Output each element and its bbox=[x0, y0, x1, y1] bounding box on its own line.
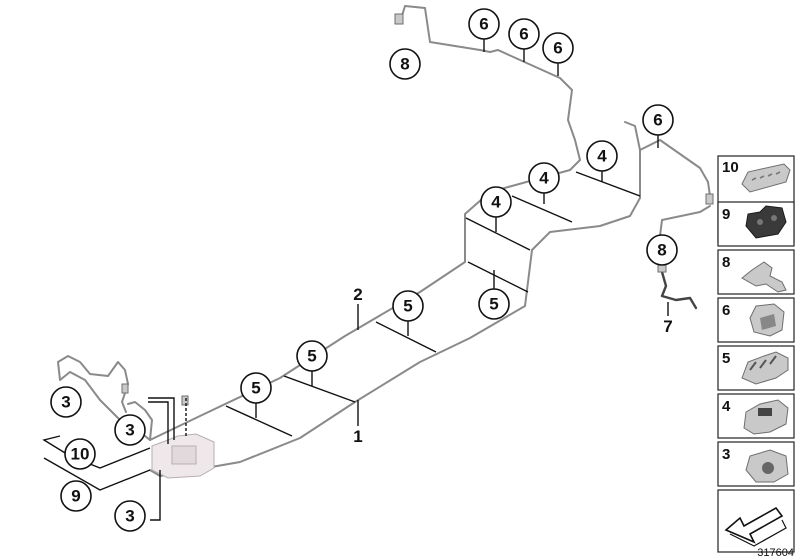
callout-8: 8 bbox=[646, 234, 678, 266]
reference-number: 317604 bbox=[757, 547, 794, 559]
svg-text:3: 3 bbox=[125, 507, 134, 526]
grommet-icon bbox=[745, 205, 787, 239]
label-1: 1 bbox=[353, 427, 362, 446]
legend-num-9: 9 bbox=[722, 206, 730, 223]
svg-text:8: 8 bbox=[657, 241, 666, 260]
upper-rail bbox=[149, 5, 581, 441]
clip-markers bbox=[225, 171, 641, 437]
callout-6: 6 bbox=[542, 32, 574, 64]
callout-3: 3 bbox=[50, 386, 82, 418]
svg-text:5: 5 bbox=[403, 297, 412, 316]
callout-8: 8 bbox=[389, 48, 421, 80]
parts-legend: 10 9 8 6 5 4 3 bbox=[717, 155, 795, 553]
svg-text:5: 5 bbox=[307, 347, 316, 366]
callout-9: 9 bbox=[60, 480, 92, 512]
svg-text:6: 6 bbox=[553, 39, 562, 58]
svg-text:3: 3 bbox=[125, 421, 134, 440]
legend-num-3: 3 bbox=[722, 446, 730, 463]
svg-text:6: 6 bbox=[653, 111, 662, 130]
callout-4: 4 bbox=[586, 140, 618, 172]
svg-text:5: 5 bbox=[489, 295, 498, 314]
left-branch-2 bbox=[127, 401, 153, 441]
direction-arrow-icon bbox=[724, 506, 787, 547]
callout-4: 4 bbox=[528, 162, 560, 194]
callout-3: 3 bbox=[114, 414, 146, 446]
svg-text:9: 9 bbox=[71, 487, 80, 506]
svg-text:6: 6 bbox=[479, 15, 488, 34]
label-2: 2 bbox=[353, 285, 362, 304]
svg-text:3: 3 bbox=[61, 393, 70, 412]
svg-text:4: 4 bbox=[597, 147, 607, 166]
single-clip-icon bbox=[749, 303, 785, 337]
multi-clip-icon bbox=[741, 351, 789, 385]
legend-num-5: 5 bbox=[722, 350, 730, 367]
callout-4: 4 bbox=[480, 186, 512, 218]
fitting-left bbox=[121, 383, 129, 394]
fitting-right bbox=[705, 193, 714, 205]
label-7: 7 bbox=[663, 317, 672, 336]
svg-text:4: 4 bbox=[491, 193, 501, 212]
bracket-icon bbox=[741, 261, 787, 293]
callout-3: 3 bbox=[114, 500, 146, 532]
callout-5: 5 bbox=[478, 288, 510, 320]
lower-rail bbox=[149, 139, 711, 477]
svg-text:4: 4 bbox=[539, 169, 549, 188]
callout-5: 5 bbox=[240, 372, 272, 404]
legend-num-6: 6 bbox=[722, 302, 730, 319]
double-clip-icon bbox=[743, 399, 789, 435]
legend-num-10: 10 bbox=[722, 159, 739, 176]
callout-6: 6 bbox=[508, 18, 540, 50]
hose-7 bbox=[660, 270, 698, 310]
branch-right bbox=[624, 121, 641, 151]
clip-strip-icon bbox=[741, 163, 791, 193]
legend-num-4: 4 bbox=[722, 398, 731, 415]
svg-text:10: 10 bbox=[71, 445, 90, 464]
callout-10: 10 bbox=[64, 438, 96, 470]
svg-text:5: 5 bbox=[251, 379, 260, 398]
svg-text:6: 6 bbox=[519, 25, 528, 44]
callout-6: 6 bbox=[642, 104, 674, 136]
legend-num-8: 8 bbox=[722, 254, 730, 271]
callout-5: 5 bbox=[392, 290, 424, 322]
svg-text:8: 8 bbox=[400, 55, 409, 74]
callout-6: 6 bbox=[468, 8, 500, 40]
callout-5: 5 bbox=[296, 340, 328, 372]
main-line-bundle bbox=[57, 5, 714, 477]
left-branch bbox=[57, 355, 151, 441]
legend-box-arrow bbox=[717, 489, 795, 553]
fitting-left-2 bbox=[181, 395, 189, 406]
branch-to-7 bbox=[659, 205, 711, 237]
holder-clip-icon bbox=[745, 449, 789, 483]
fitting-top bbox=[394, 13, 404, 25]
control-unit-icon bbox=[151, 433, 215, 479]
